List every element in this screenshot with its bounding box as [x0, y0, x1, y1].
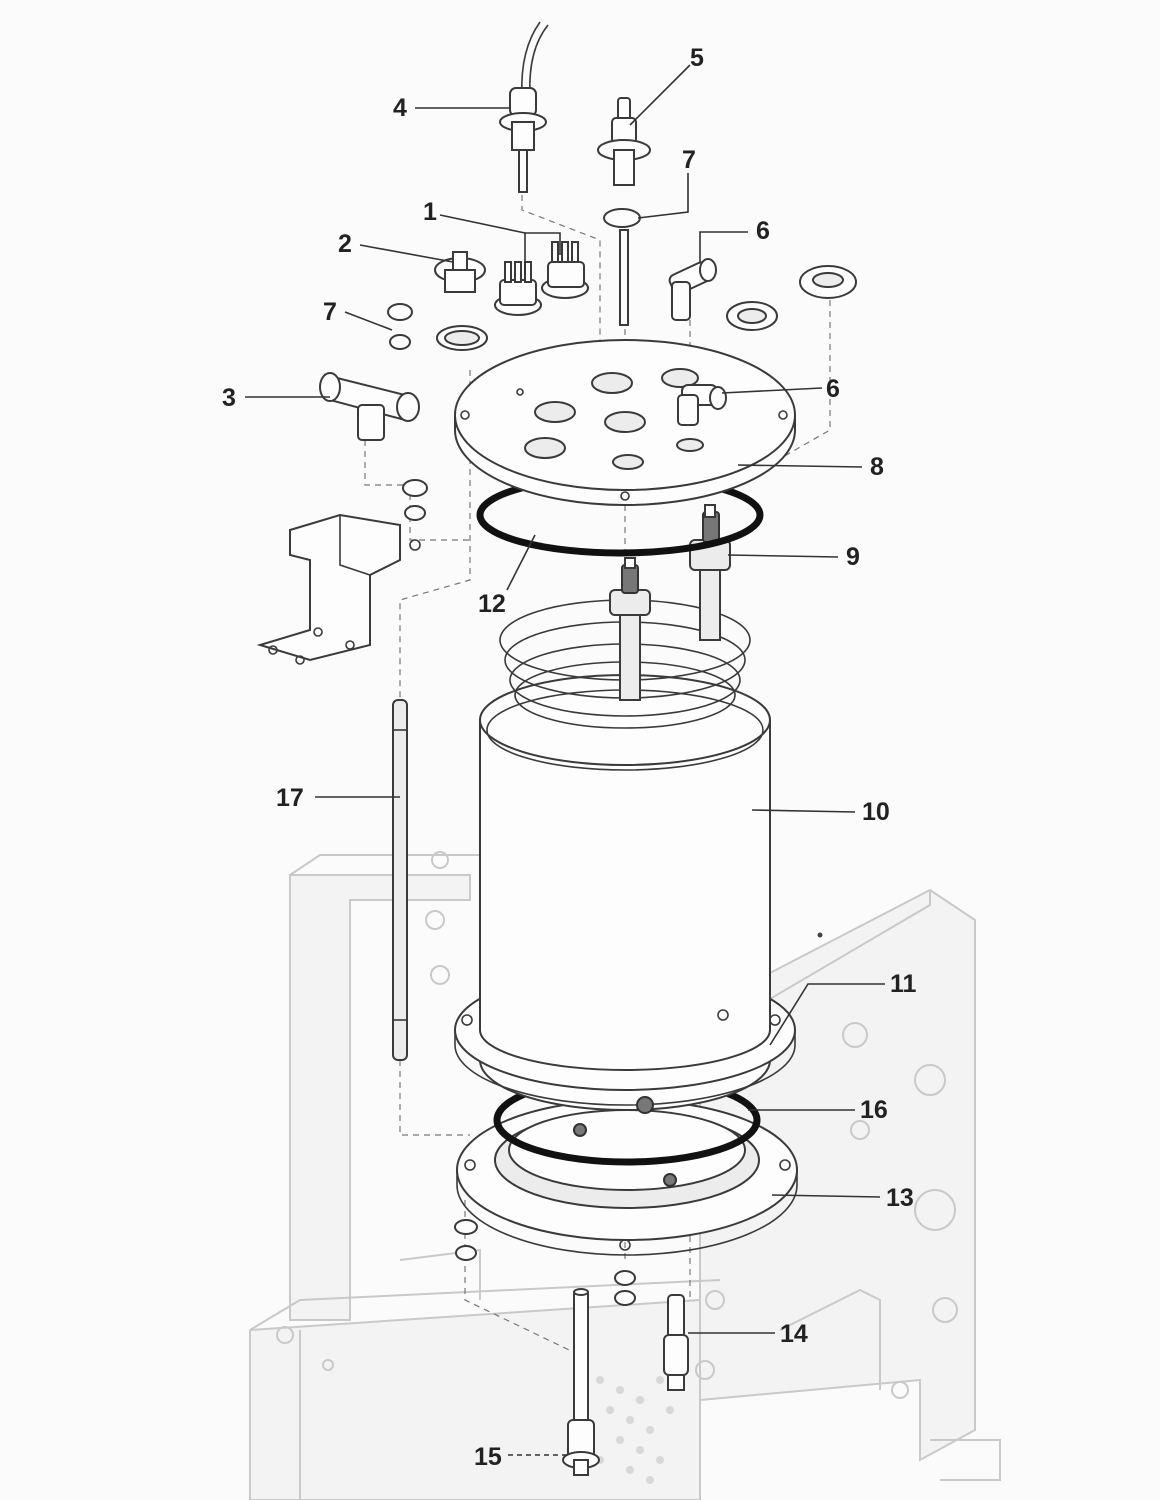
- part-callouts: 1 2 3 4 5 6 6 7 7 8 9 10 11 12 13 14 15 …: [222, 44, 917, 1471]
- drain-fitting: [562, 1288, 600, 1476]
- fitting-part-2: [434, 251, 486, 293]
- inlet-fitting: [663, 1294, 689, 1391]
- callout-5: 5: [690, 44, 704, 72]
- callout-8: 8: [870, 453, 884, 481]
- callout-10: 10: [862, 798, 890, 826]
- tee-fitting: [319, 372, 420, 441]
- callout-9: 9: [846, 543, 860, 571]
- callout-16: 16: [860, 1096, 888, 1124]
- washers: [387, 208, 857, 1306]
- callout-4: 4: [393, 94, 407, 122]
- callout-14: 14: [780, 1320, 808, 1348]
- callout-11: 11: [890, 970, 917, 998]
- callout-13: 13: [886, 1184, 914, 1212]
- heating-element: [499, 504, 751, 729]
- bottom-flange: [456, 1099, 798, 1256]
- elbow-fitting-upper: [668, 258, 717, 321]
- callout-15: 15: [474, 1443, 502, 1471]
- level-probe: [499, 21, 549, 193]
- safety-valve: [597, 97, 651, 326]
- callout-2: 2: [338, 230, 352, 258]
- top-flange: [454, 339, 796, 506]
- callout-3: 3: [222, 384, 236, 412]
- callout-6-upper: 6: [756, 217, 770, 245]
- callout-17: 17: [276, 784, 304, 812]
- callout-7-left: 7: [323, 298, 337, 326]
- leader-lines: [245, 64, 885, 1456]
- callout-1: 1: [423, 198, 437, 226]
- callout-6-lower: 6: [826, 375, 840, 403]
- tie-rod: [392, 699, 408, 1061]
- pressure-switches: [494, 241, 589, 316]
- callout-12: 12: [478, 590, 506, 618]
- boiler-cylinder: [454, 674, 796, 1114]
- mounting-bracket: [256, 513, 421, 665]
- callout-7-right: 7: [682, 146, 696, 174]
